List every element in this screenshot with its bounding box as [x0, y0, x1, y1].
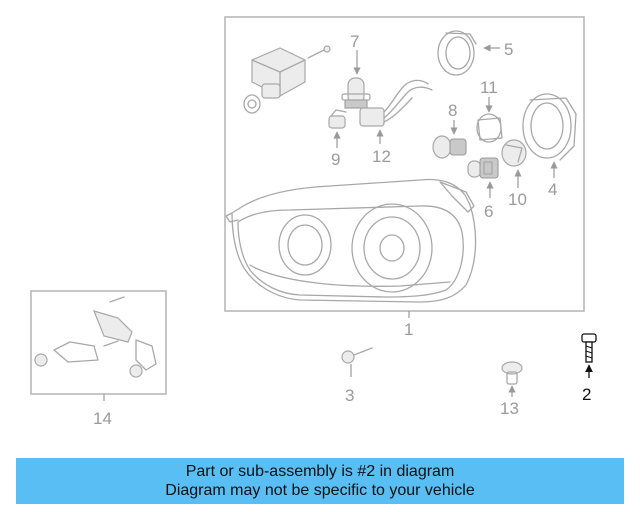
screw-part-3[interactable] — [341, 347, 373, 377]
callout-10: 10 — [508, 190, 527, 209]
side-socket[interactable] — [501, 139, 527, 167]
callout-2: 2 — [582, 385, 591, 404]
rear-cover[interactable] — [522, 93, 577, 161]
leveling-motor[interactable] — [243, 45, 331, 114]
bulb-w5w[interactable] — [432, 135, 467, 159]
callout-9: 9 — [331, 150, 340, 169]
callout-6: 6 — [484, 202, 493, 221]
callout-14: 14 — [93, 409, 112, 428]
callout-13: 13 — [500, 399, 519, 418]
banner-line-1: Part or sub-assembly is #2 in diagram — [185, 463, 455, 480]
bracket-kit[interactable] — [34, 296, 157, 378]
callout-11: 11 — [480, 78, 498, 97]
callout-1: 1 — [404, 320, 413, 339]
small-bulb[interactable] — [328, 109, 347, 129]
banner-line-2: Diagram may not be specific to your vehi… — [165, 482, 475, 499]
headlamp-assembly-frame — [224, 16, 585, 318]
clip-part-13[interactable] — [501, 361, 523, 385]
info-banner: Part or sub-assembly is #2 in diagram Di… — [16, 458, 624, 504]
headlamp-housing[interactable] — [225, 178, 477, 303]
callout-4: 4 — [548, 180, 557, 199]
bolt-part-2[interactable] — [581, 333, 597, 378]
callout-5: 5 — [504, 40, 513, 59]
leader-lines — [333, 44, 558, 397]
headlamp-cap[interactable] — [437, 30, 477, 76]
bulb-h7[interactable] — [341, 77, 371, 109]
callout-7: 7 — [350, 32, 359, 51]
callout-8: 8 — [448, 101, 457, 120]
wiring-harness[interactable] — [359, 79, 433, 127]
bracket-kit-frame — [30, 290, 167, 401]
bulb-socket[interactable] — [476, 113, 503, 143]
callout-12: 12 — [372, 147, 391, 166]
callout-3: 3 — [345, 386, 354, 405]
bulb-h1[interactable] — [467, 157, 499, 179]
